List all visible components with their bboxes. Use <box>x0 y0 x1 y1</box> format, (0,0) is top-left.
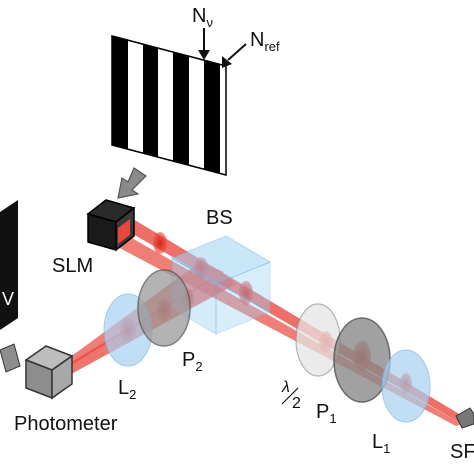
n-nu-label: Nν <box>192 5 213 30</box>
beam-spot <box>239 281 253 305</box>
grating-pattern-icon <box>111 35 227 176</box>
halfwave-label: λ 2 <box>281 379 301 412</box>
beamsplitter-cube <box>170 235 272 335</box>
beam-spot <box>153 232 167 254</box>
photometer-cube-icon <box>24 345 74 400</box>
partial-monitor-label: V <box>2 289 14 309</box>
source-label: SF <box>450 441 474 463</box>
grating-stripe <box>112 36 128 149</box>
grating-to-slm-arrow <box>117 167 147 199</box>
svg-text:2: 2 <box>292 395 301 412</box>
n-ref-label: Nref <box>250 29 280 54</box>
n-nu-arrow <box>198 28 210 60</box>
l1-label: L1 <box>372 431 390 456</box>
grating-stripe <box>173 52 189 165</box>
photometer-label: Photometer <box>14 413 118 435</box>
halfwave-plate <box>295 303 341 377</box>
p1-label: P1 <box>316 401 337 426</box>
lens-l1 <box>381 349 431 423</box>
slm-cube-icon <box>86 199 136 252</box>
photometer-cable <box>0 343 21 373</box>
l2-label: L2 <box>118 377 136 402</box>
grating-stripe <box>204 60 220 173</box>
grating-stripe <box>143 44 158 157</box>
n-ref-arrow <box>222 43 247 68</box>
svg-text:λ: λ <box>281 379 290 396</box>
bs-label: BS <box>206 207 233 229</box>
polarizer-p2 <box>137 269 191 347</box>
p2-label: P2 <box>182 349 203 374</box>
slm-label: SLM <box>52 255 93 277</box>
partial-monitor: V <box>0 200 18 330</box>
source-emitter-icon <box>455 407 474 429</box>
